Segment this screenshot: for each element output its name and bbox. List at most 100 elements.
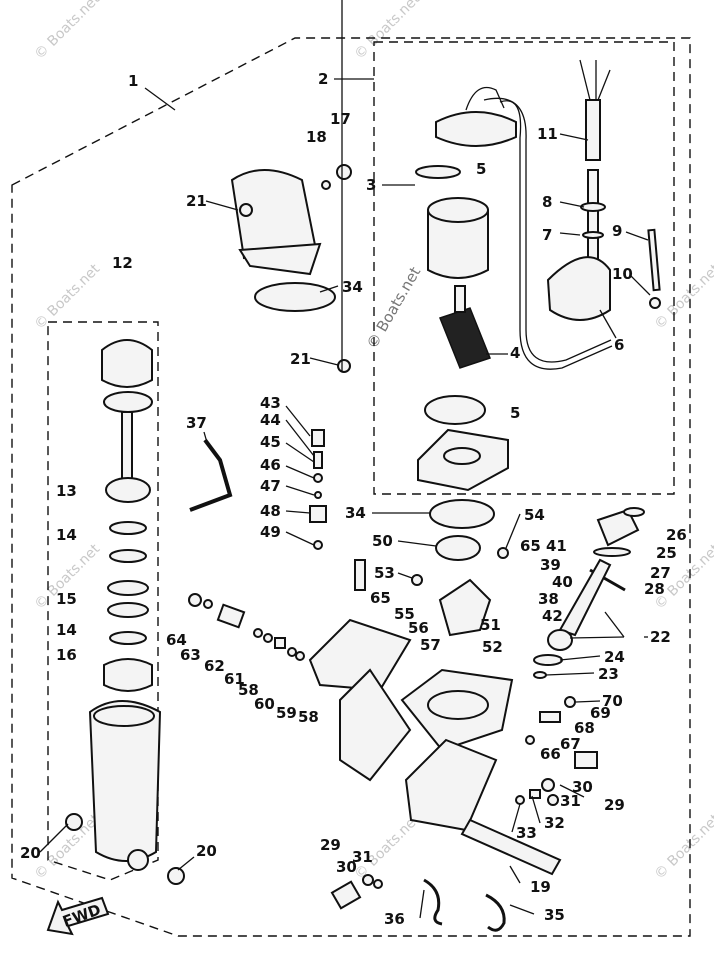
bushing-20 [65, 813, 83, 831]
pin-47 [314, 491, 322, 499]
label-70: 70 [602, 692, 623, 710]
label-59: 59 [276, 704, 297, 722]
o-ring-30 [541, 778, 555, 792]
plug-43 [311, 429, 325, 447]
watermark: © Boats.net [652, 811, 714, 883]
leader-46 [285, 465, 315, 479]
o-ring-34 [254, 282, 336, 312]
label-10: 10 [612, 265, 633, 283]
part-58b [295, 651, 305, 661]
label-41: 41 [546, 537, 567, 555]
cable-loop [483, 97, 612, 363]
right-fittings [515, 507, 645, 806]
leader-8 [559, 201, 585, 208]
part-58 [263, 633, 273, 643]
trim-block [404, 738, 498, 832]
ring-24 [533, 654, 563, 666]
o-ring-5 [415, 165, 461, 179]
label-30: 30 [572, 778, 593, 796]
label-3: 3 [366, 176, 376, 194]
label-20: 20 [196, 842, 217, 860]
cap-25 [596, 508, 640, 547]
manual-valve-22 [558, 558, 612, 637]
part-60 [274, 637, 286, 649]
label-58: 58 [238, 681, 259, 699]
piston-rod [121, 411, 133, 483]
bolt-54 [497, 547, 509, 559]
label-55: 55 [394, 605, 415, 623]
grommet-8 [580, 202, 606, 212]
plug-17 [336, 164, 352, 180]
label-49: 49 [260, 523, 281, 541]
label-44: 44 [260, 411, 281, 429]
armature [439, 307, 491, 369]
label-33: 33 [516, 824, 537, 842]
bushing-20b [167, 867, 185, 885]
label-65: 65 [520, 537, 541, 555]
label-21: 21 [290, 350, 311, 368]
label-30: 30 [336, 858, 357, 876]
yoke-lead [465, 86, 505, 111]
pin-52 [354, 559, 366, 591]
watermark: © Boats.net [652, 261, 714, 333]
label-64: 64 [166, 631, 187, 649]
label-7: 7 [542, 226, 552, 244]
motor-assembly-boundary [373, 41, 675, 495]
valve-body [308, 618, 412, 692]
leader-19 [509, 865, 521, 884]
o-ring-14b [109, 631, 147, 645]
o-ring-18 [321, 180, 331, 190]
fwd-label: FWD [60, 900, 103, 930]
part-69 [539, 711, 561, 723]
fitting-35 [485, 893, 506, 932]
armature-shaft [454, 285, 466, 313]
leader-22b [569, 636, 625, 639]
label-46: 46 [260, 456, 281, 474]
label-12: 12 [112, 254, 133, 272]
leader-29 [559, 784, 585, 798]
tilt-cylinder-boundary [47, 321, 159, 881]
label-61: 61 [224, 670, 245, 688]
label-63: 63 [180, 646, 201, 664]
label-9: 9 [612, 222, 622, 240]
valve-48 [309, 505, 327, 523]
leader-1 [144, 87, 176, 111]
label-67: 67 [560, 735, 581, 753]
label-31: 31 [560, 792, 581, 810]
label-53: 53 [374, 564, 395, 582]
part-70 [564, 696, 576, 708]
bolt-9 [647, 228, 661, 292]
label-29: 29 [320, 836, 341, 854]
leader-11 [559, 133, 589, 141]
label-2: 2 [318, 70, 328, 88]
fitting-29 [574, 751, 598, 769]
leader-34 [319, 285, 339, 293]
label-13: 13 [56, 482, 77, 500]
label-25: 25 [656, 544, 677, 562]
leader-37 [203, 431, 209, 447]
motor-bracket [546, 256, 611, 321]
part-64 [188, 593, 202, 607]
label-50: 50 [372, 532, 393, 550]
label-48: 48 [260, 502, 281, 520]
ring-15b [107, 602, 149, 618]
leader-48 [285, 510, 311, 514]
label-38: 38 [538, 590, 559, 608]
watermark: © Boats.net [352, 811, 424, 883]
label-8: 8 [542, 193, 552, 211]
leader-23 [545, 672, 595, 676]
valve-stack [309, 429, 327, 550]
label-22: 22 [650, 628, 671, 646]
o-ring-14 [109, 549, 147, 563]
pipe-37 [189, 438, 233, 512]
cylinder-body-top [93, 705, 155, 727]
leader-35 [509, 904, 535, 915]
watermark: © Boats.net [352, 0, 424, 63]
leader-9 [625, 231, 649, 241]
watermark: © Boats.net [32, 0, 104, 63]
label-43: 43 [260, 394, 281, 412]
label-6: 6 [614, 336, 624, 354]
leader-10 [629, 274, 651, 296]
cable-loop-outer [499, 100, 613, 370]
